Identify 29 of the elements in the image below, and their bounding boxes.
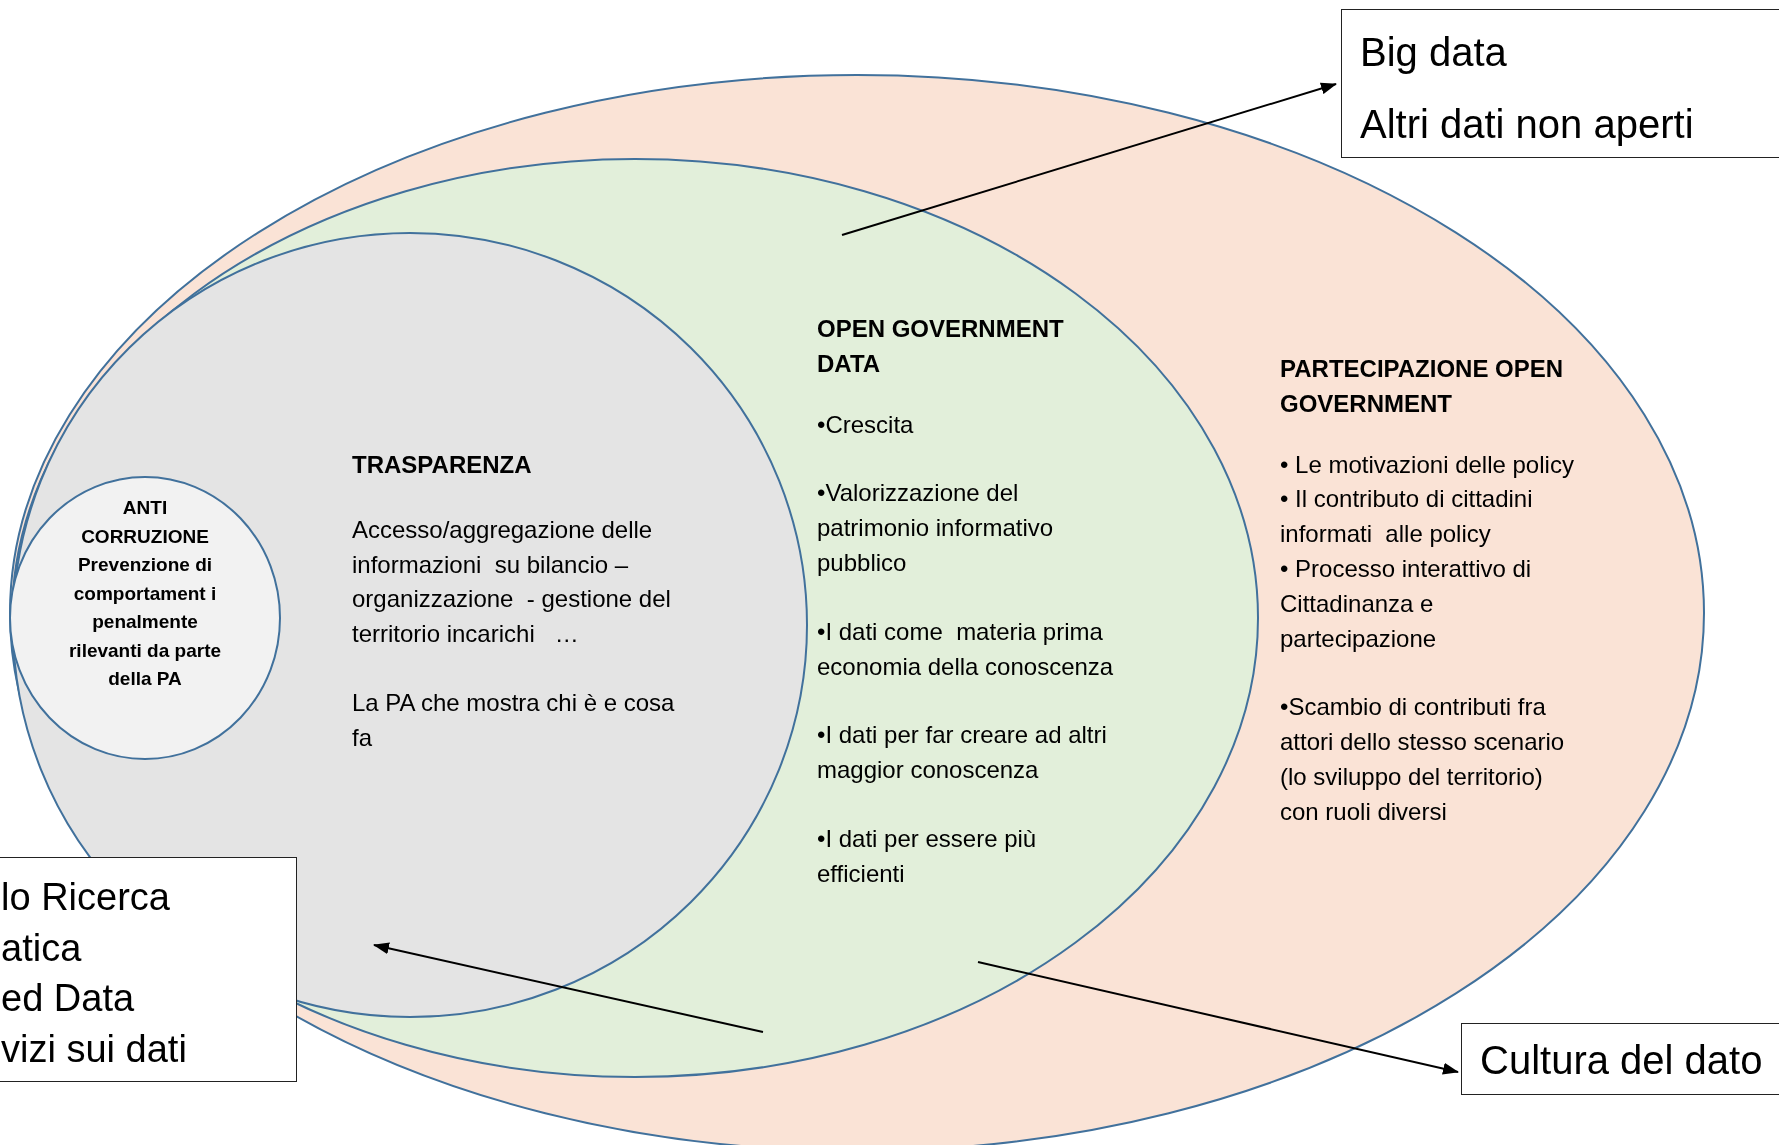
heading-text: PARTECIPAZIONE OPEN GOVERNMENT (1280, 354, 1565, 419)
body-text: La PA che mostra chi è e cosa fa (352, 688, 676, 753)
arrow (373, 942, 764, 1033)
body-text: •Valorizzazione del patrimonio informativo pubblico (817, 478, 1055, 578)
box-text: Big data (1360, 29, 1508, 76)
box-text: lo Ricerca (1, 875, 171, 920)
box-text: Cultura del dato (1480, 1037, 1764, 1084)
arrow (841, 82, 1337, 236)
heading-text: TRASPARENZA (352, 450, 533, 480)
body-text: • Il contributo di cittadini informati alle policy (1280, 484, 1534, 550)
arrow (977, 961, 1459, 1075)
box-text: ed Data (1, 976, 136, 1022)
text-box (0, 857, 297, 1082)
body-text: • Le motivazioni delle policy (1280, 449, 1575, 480)
body-text: Prevenzione di comportament i penalmente rilevanti da parte della PA (67, 553, 223, 691)
box-text: atica (1, 925, 83, 971)
heading-text: OPEN GOVERNMENT DATA (817, 314, 1065, 379)
box-text: Altri dati non aperti (1360, 101, 1695, 148)
body-text: Accesso/aggregazione delle informazioni su bilancio – organizzazione - gestione del territorio incarichi … (352, 514, 672, 650)
body-text: •I dati come materia prima economia della conoscenza (817, 616, 1115, 682)
heading-text: ANTI CORRUZIONE (80, 496, 210, 549)
body-text: •I dati per essere più efficienti (817, 823, 1038, 889)
text-box (1461, 1023, 1779, 1095)
body-text: •I dati per far creare ad altri maggior conoscenza (817, 720, 1108, 786)
text-box (1341, 9, 1779, 158)
body-text: •Crescita (817, 409, 915, 440)
body-text: • Processo interattivo di Cittadinanza e partecipazione (1280, 554, 1533, 654)
box-text: vizi sui dati (1, 1026, 188, 1072)
body-text: •Scambio di contributi fra attori dello stesso scenario (lo sviluppo del territorio) con ruoli diversi (1280, 692, 1566, 827)
